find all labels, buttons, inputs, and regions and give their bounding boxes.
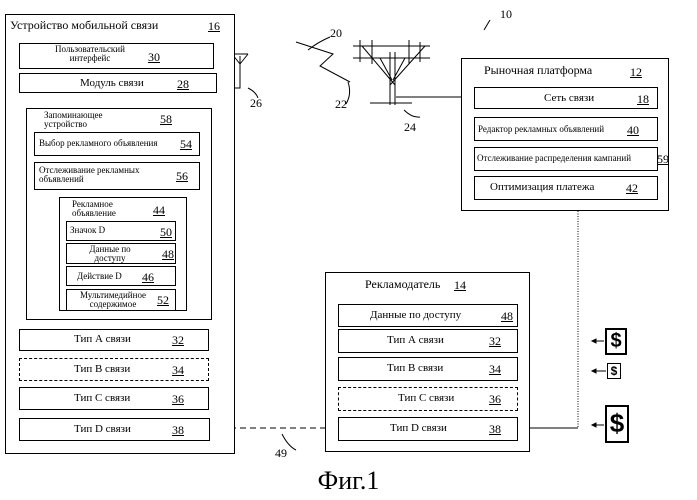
action-number: 46 (142, 271, 154, 283)
adv-type-a-number: 32 (489, 335, 501, 347)
ref-22: 22 (335, 98, 347, 110)
campaign-tracking-label: Отслеживание распределения кампаний (477, 154, 631, 163)
user-interface-number: 30 (148, 51, 160, 63)
storage-label: Запоминающее устройство (44, 111, 124, 129)
mobile-type-b-number: 34 (172, 364, 184, 376)
ad-select-number: 54 (180, 138, 192, 150)
ad-tracking-label: Отслеживание рекламных объявлений (39, 166, 154, 184)
access-data-label: Данные по доступу (77, 245, 143, 263)
access-data-number: 48 (162, 248, 174, 260)
comm-module-number: 28 (177, 78, 189, 90)
icon-label: Значок D (70, 226, 105, 235)
ref-26: 26 (250, 97, 262, 109)
ref-20: 20 (330, 27, 342, 39)
dollar-icon-small: $ (607, 363, 621, 379)
mobile-device-number: 16 (208, 20, 220, 32)
adv-type-b-number: 34 (489, 363, 501, 375)
mobile-type-c-label: Тип С связи (74, 393, 130, 404)
ad-editor-label: Редактор рекламных объявлений (478, 125, 604, 134)
media-label: Мультимедийное содержимое (68, 291, 158, 309)
advertiser-number: 14 (454, 279, 466, 291)
figure-caption: Фиг.1 (0, 466, 697, 496)
user-interface-label: Пользовательский интерфейс (40, 45, 140, 63)
adv-type-a-label: Тип А связи (387, 335, 444, 346)
adv-type-b-label: Тип В связи (387, 363, 443, 374)
mobile-type-b-label: Тип В связи (74, 364, 130, 375)
ref-49: 49 (275, 447, 287, 459)
payment-optimization-label: Оптимизация платежа (490, 182, 594, 193)
adv-access-label: Данные по доступу (370, 310, 461, 321)
icon-number: 50 (160, 226, 172, 238)
adv-type-d-label: Тип D связи (390, 423, 447, 434)
adv-type-d-number: 38 (489, 423, 501, 435)
market-platform-number: 12 (630, 66, 642, 78)
ref-10: 10 (500, 8, 512, 20)
adv-access-number: 48 (501, 310, 513, 322)
ad-label: Рекламное объявление (72, 200, 137, 218)
storage-number: 58 (160, 113, 172, 125)
advertiser-title: Рекламодатель (365, 279, 440, 290)
mobile-type-a-number: 32 (172, 334, 184, 346)
campaign-tracking-number: 59 (657, 153, 669, 165)
wireless-link-icon (296, 42, 350, 82)
network-label: Сеть связи (544, 93, 594, 104)
mobile-type-c-number: 36 (172, 393, 184, 405)
ad-select-label: Выбор рекламного объявления (39, 139, 158, 148)
ref-24: 24 (404, 121, 416, 133)
payment-optimization-number: 42 (626, 182, 638, 194)
tower-icon (353, 40, 430, 105)
comm-module-label: Модуль связи (80, 78, 144, 89)
mobile-type-d-number: 38 (172, 424, 184, 436)
network-number: 18 (637, 93, 649, 105)
adv-type-c-label: Тип С связи (398, 393, 454, 404)
mobile-type-d-label: Тип D связи (74, 424, 131, 435)
market-platform-title: Рыночная платформа (484, 65, 592, 76)
ad-number: 44 (153, 204, 165, 216)
dollar-icon-xlarge: $ (605, 405, 629, 443)
ad-editor-number: 40 (627, 124, 639, 136)
mobile-type-a-label: Тип А связи (74, 334, 131, 345)
ad-tracking-number: 56 (176, 170, 188, 182)
action-label: Действие D (77, 272, 122, 281)
dollar-icon-large: $ (605, 328, 627, 355)
media-number: 52 (157, 294, 169, 306)
mobile-device-title: Устройство мобильной связи (10, 20, 158, 31)
adv-type-c-number: 36 (489, 393, 501, 405)
